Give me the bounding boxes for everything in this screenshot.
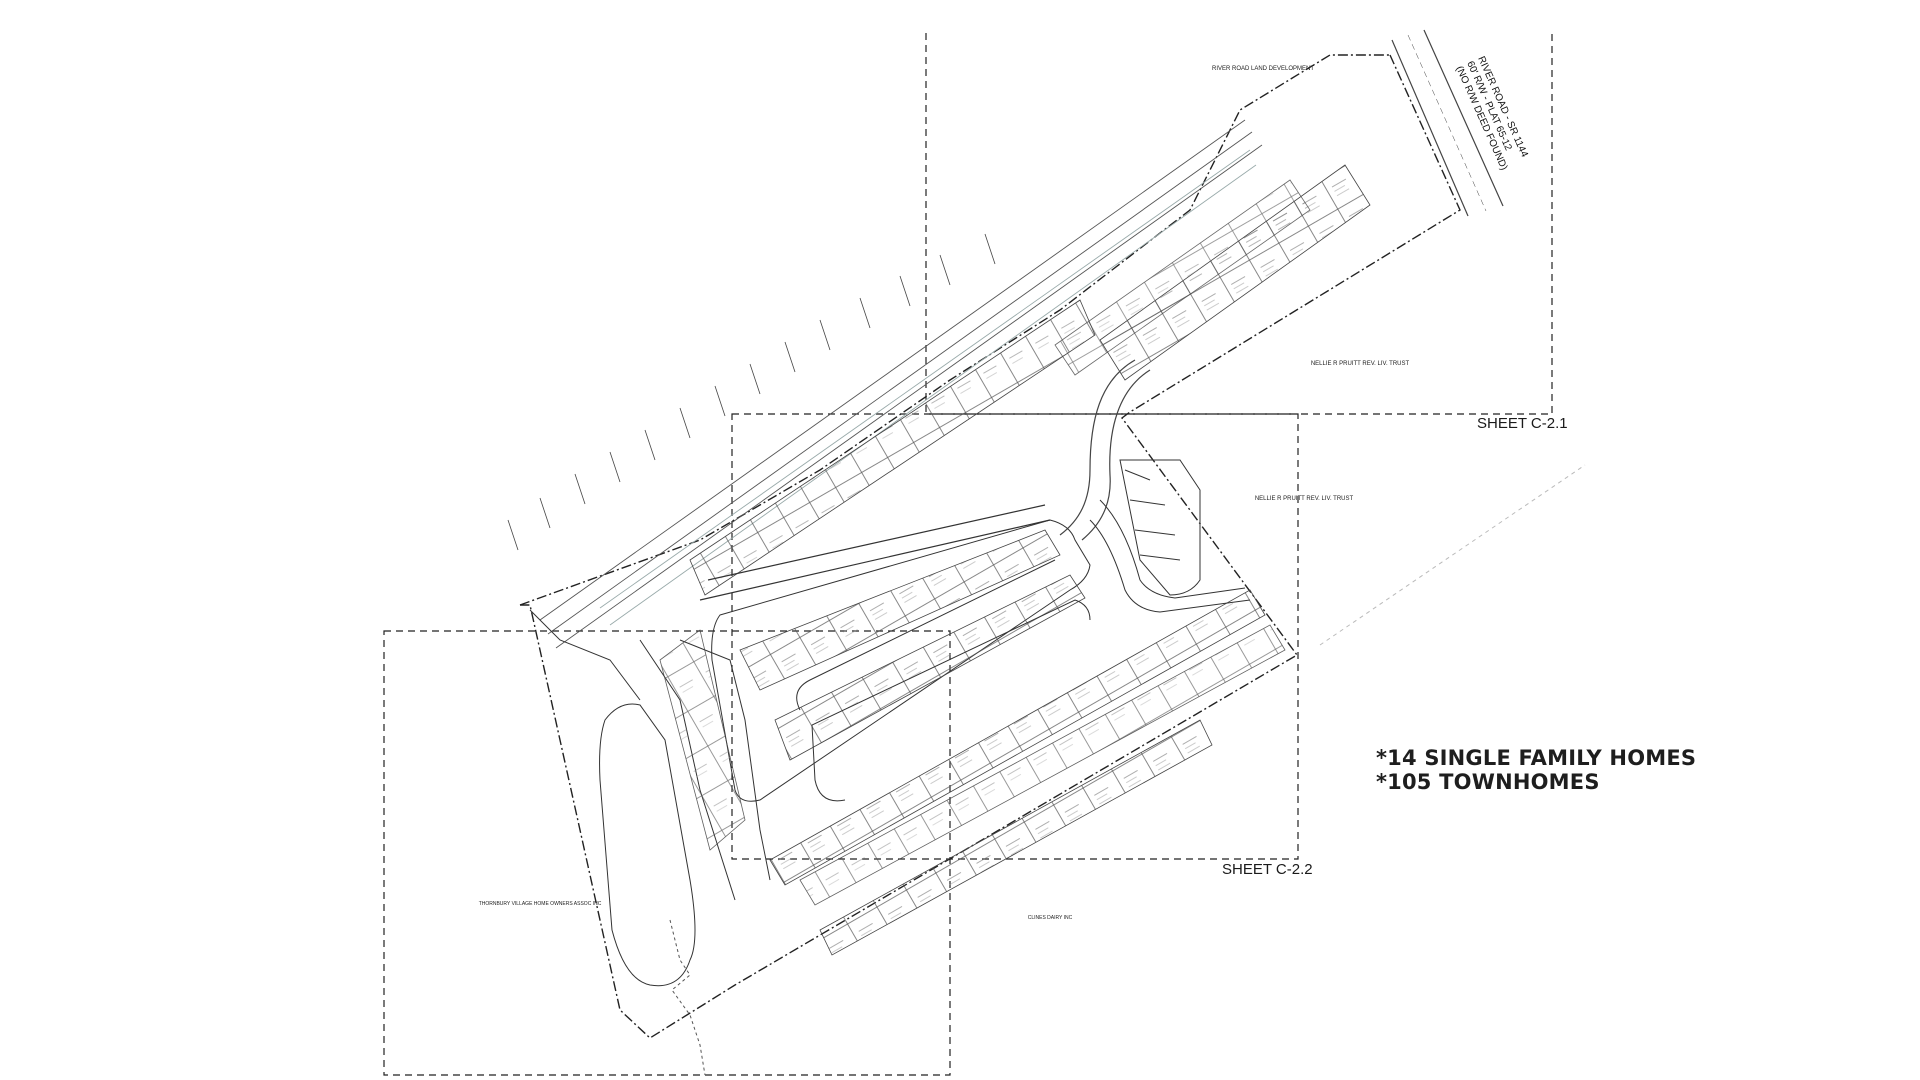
parcel-label-clines: CLINES DAIRY INC — [1028, 915, 1073, 921]
note-single-family: *14 SINGLE FAMILY HOMES — [1376, 746, 1697, 770]
parcel-label-pruitt-mid: NELLIE R PRUITT REV. LIV. TRUST — [1255, 496, 1354, 502]
parcel-label-thornbury: THORNBURY VILLAGE HOME OWNERS ASSOC INC — [479, 901, 602, 907]
sheet-label-c21: SHEET C-2.1 — [1477, 415, 1568, 432]
sheet-label-c22: SHEET C-2.2 — [1222, 861, 1313, 878]
sheet-boundaries — [383, 33, 1553, 1076]
unit-notes: *14 SINGLE FAMILY HOMES *105 TOWNHOMES — [1376, 746, 1696, 794]
note-townhomes: *105 TOWNHOMES — [1376, 770, 1600, 794]
river-road — [1391, 29, 1504, 217]
parcel-label-top: RIVER ROAD LAND DEVELOPMENT — [1212, 66, 1314, 72]
parcel-label-pruitt-top: NELLIE R PRUITT REV. LIV. TRUST — [1311, 361, 1410, 367]
